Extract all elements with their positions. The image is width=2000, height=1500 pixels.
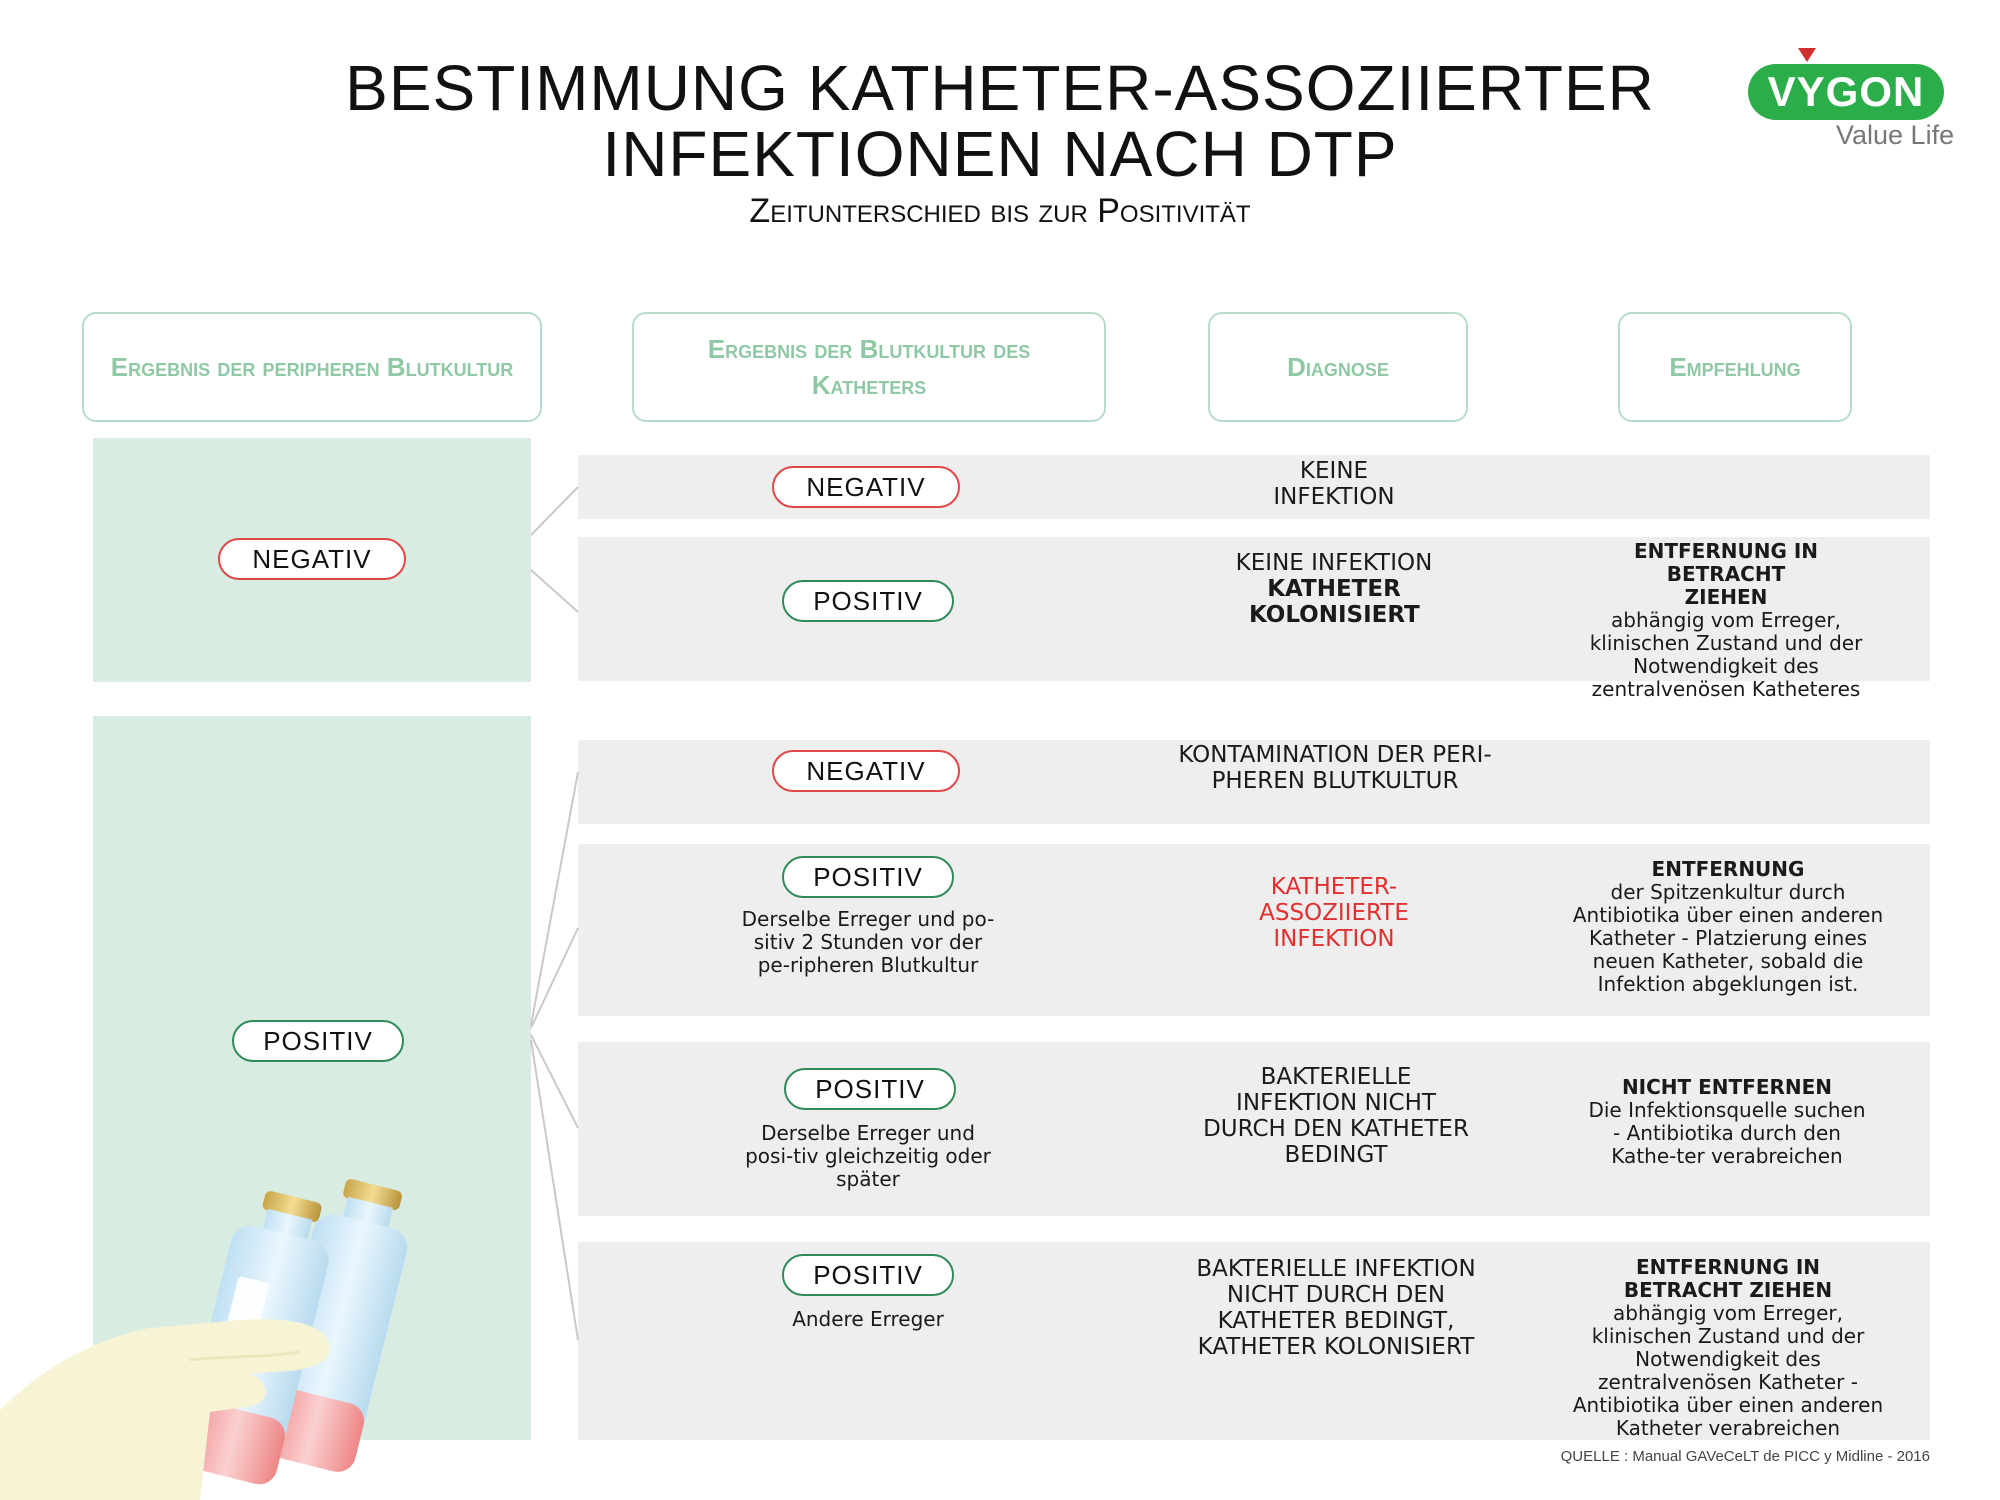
connector-line xyxy=(530,927,579,1029)
catheter-result-pill: POSITIV xyxy=(782,856,954,898)
page-title-line-2: INFEKTIONEN NACH DTP xyxy=(602,118,1398,190)
recommendation-text: NICHT ENTFERNEN Die Infektionsquelle suc… xyxy=(1588,1075,1866,1168)
source-citation: QUELLE : Manual GAVeCeLT de PICC y Midli… xyxy=(1560,1448,1930,1465)
peripheral-negative-pill: NEGATIV xyxy=(218,538,406,580)
column-header-peripheral: Ergebnis der peripheren Blutkultur xyxy=(82,312,542,422)
connector-line xyxy=(530,1034,579,1129)
diagnosis-text: BAKTERIELLE INFEKTION NICHT DURCH DEN KA… xyxy=(1203,1064,1469,1168)
catheter-result-pill: NEGATIV xyxy=(772,466,960,508)
column-header-recommendation: Empfehlung xyxy=(1618,312,1852,422)
logo-triangle-icon xyxy=(1798,48,1816,62)
catheter-result-pill: NEGATIV xyxy=(772,750,960,792)
diagnosis-text: KATHETER-ASSOZIIERTE INFEKTION xyxy=(1259,874,1409,952)
connector-line xyxy=(530,486,579,536)
catheter-result-note: Derselbe Erreger und posi-tiv gleichzeit… xyxy=(745,1121,991,1191)
logo-tagline: Value Life xyxy=(1836,120,1955,150)
catheter-result-pill: POSITIV xyxy=(782,580,954,622)
recommendation-text: ENTFERNUNG der Spitzenkultur durch Antib… xyxy=(1572,857,1884,996)
catheter-result-note: Andere Erreger xyxy=(792,1307,944,1331)
page-subtitle: Zeitunterschied bis zur Positivität xyxy=(749,192,1251,230)
catheter-result-pill: POSITIV xyxy=(784,1068,956,1110)
page-title-line-1: BESTIMMUNG KATHETER-ASSOZIIERTER xyxy=(345,52,1655,124)
column-header-diagnosis: Diagnose xyxy=(1208,312,1468,422)
diagnosis-text: KEINE INFEKTION xyxy=(1273,458,1395,510)
hand-holding-blood-culture-bottles-icon xyxy=(0,1179,408,1500)
column-header-catheter: Ergebnis der Blutkultur des Katheters xyxy=(632,312,1106,422)
diagnosis-text: BAKTERIELLE INFEKTION NICHT DURCH DEN KA… xyxy=(1196,1256,1476,1360)
diagnosis-text: KONTAMINATION DER PERI-PHEREN BLUTKULTUR xyxy=(1178,742,1492,794)
catheter-result-note: Derselbe Erreger und po-sitiv 2 Stunden … xyxy=(741,907,995,977)
logo-wordmark: VYGON xyxy=(1748,64,1944,120)
connector-line xyxy=(530,771,579,1026)
vygon-logo: VYGON Value Life xyxy=(1740,48,1970,158)
connector-line xyxy=(530,1039,579,1341)
diagnosis-text: KEINE INFEKTION KATHETER KOLONISIERT xyxy=(1235,550,1433,628)
recommendation-text: ENTFERNUNG IN BETRACHT ZIEHEN abhängig v… xyxy=(1589,539,1863,701)
connector-line xyxy=(530,569,579,613)
peripheral-positive-pill: POSITIV xyxy=(232,1020,404,1062)
catheter-result-pill: POSITIV xyxy=(782,1254,954,1296)
recommendation-text: ENTFERNUNG IN BETRACHT ZIEHEN abhängig v… xyxy=(1572,1255,1884,1440)
